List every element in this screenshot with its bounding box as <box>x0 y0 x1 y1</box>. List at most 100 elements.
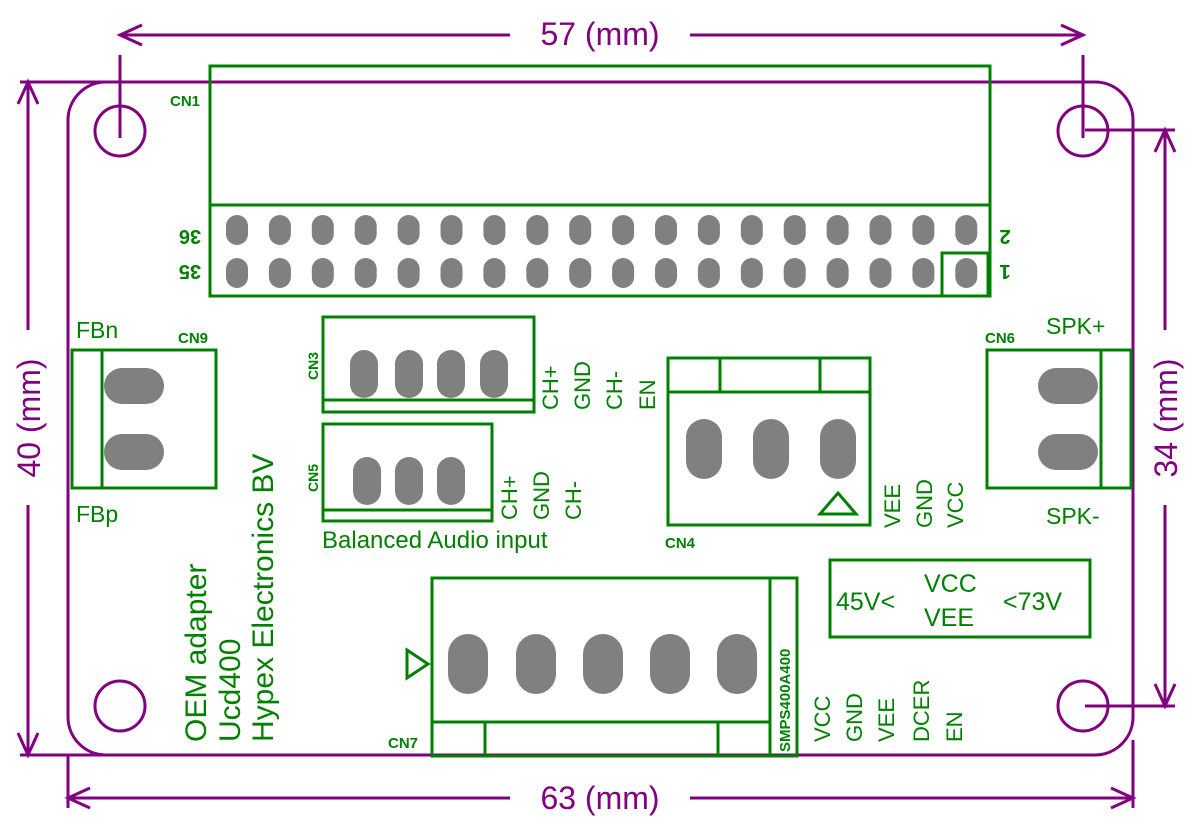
cn1-pad <box>740 215 763 245</box>
cn7-smps-label: SMPS400A400 <box>777 649 794 752</box>
cn1-pin-1: 1 <box>999 260 1010 282</box>
cn1-pad <box>483 215 506 245</box>
cn9-pad-1 <box>104 368 164 404</box>
cn1-pad <box>569 215 592 245</box>
cn1-pad <box>440 215 463 245</box>
cn6-pad-1 <box>1038 368 1098 404</box>
cn1-pad <box>869 215 892 245</box>
cn1-pad <box>354 215 377 245</box>
cn9-label: CN9 <box>178 330 208 347</box>
cn4-connector <box>666 356 872 527</box>
cn3-label: CN3 <box>305 352 321 380</box>
cn5-label: CN5 <box>305 464 321 492</box>
cn1-pad <box>655 258 677 288</box>
cn5-connector <box>321 422 494 523</box>
cn1-pad <box>569 258 592 288</box>
cn4-pads <box>686 419 856 479</box>
cn7-pin-vee: VEE <box>874 698 899 742</box>
cn1-pad <box>226 258 248 288</box>
cn1-pad <box>826 258 849 288</box>
cn1-pin-36: 36 <box>179 225 201 247</box>
cn1-pad <box>397 215 420 245</box>
dimension-left: 40 (mm) <box>11 358 47 477</box>
cn1-pad <box>869 258 892 288</box>
cn1-pad <box>311 215 334 245</box>
voltage-min: 45V< <box>836 588 895 616</box>
mounting-hole-top-right <box>1056 104 1110 158</box>
cn1-pad <box>912 258 935 288</box>
cn9-fbn: FBn <box>76 317 118 343</box>
voltage-vee: VEE <box>924 604 974 632</box>
cn1-pad <box>526 258 549 288</box>
cn1-pad <box>612 215 635 245</box>
cn4-pin-vee: VEE <box>880 484 905 528</box>
cn7-pin-en: EN <box>942 711 967 742</box>
cn4-pin1-marker <box>816 490 860 516</box>
voltage-max: <73V <box>1003 588 1062 616</box>
cn1-pad <box>268 258 291 288</box>
text-hypex-electronics: Hypex Electronics BV <box>247 454 280 742</box>
cn6-label: CN6 <box>985 330 1015 347</box>
cn1-pad <box>397 258 420 288</box>
cn5-pin-ch-minus: CH- <box>561 481 586 520</box>
cn4-pin-vcc: VCC <box>943 481 968 528</box>
cn3-pin-ch-plus: CH+ <box>538 365 563 410</box>
cn1-pad <box>955 215 978 245</box>
mounting-hole-bottom-right <box>1056 679 1110 733</box>
cn1-pad <box>354 258 377 288</box>
cn9-fbp: FBp <box>76 501 118 527</box>
cn1-pad <box>226 215 248 245</box>
mounting-hole-top-left <box>93 104 147 158</box>
cn1-pad <box>783 215 806 245</box>
cn1-pad <box>655 215 677 245</box>
cn3-pin-ch-minus: CH- <box>602 371 627 410</box>
cn1-pad <box>526 215 549 245</box>
cn1-pin-2: 2 <box>999 225 1010 247</box>
text-oem-adapter: OEM adapter <box>180 564 213 742</box>
cn3-pin-gnd: GND <box>570 361 595 410</box>
cn7-connector <box>405 576 799 758</box>
cn1-pad <box>697 258 720 288</box>
cn1-pad <box>740 258 763 288</box>
cn6-spk-minus: SPK- <box>1046 503 1100 529</box>
cn5-pads <box>353 457 465 505</box>
dimension-right: 34 (mm) <box>1148 358 1184 477</box>
cn1-pads <box>226 215 978 288</box>
cn3-connector <box>321 315 536 414</box>
cn7-pin-dcer: DCER <box>909 680 934 742</box>
cn1-pad <box>311 258 334 288</box>
cn3-pin-en: EN <box>635 379 660 410</box>
cn1-pad <box>483 258 506 288</box>
cn1-pin-35: 35 <box>179 260 201 282</box>
cn1-connector <box>208 64 992 298</box>
text-ucd400: Ucd400 <box>214 639 247 742</box>
cn1-pad <box>440 258 463 288</box>
cn7-pin-gnd: GND <box>842 693 867 742</box>
cn6-connector <box>985 348 1133 490</box>
voltage-box <box>828 558 1092 639</box>
cn1-pad <box>826 215 849 245</box>
cn7-pin1-marker <box>405 647 431 681</box>
voltage-vcc: VCC <box>924 570 977 598</box>
cn1-label: CN1 <box>170 93 200 110</box>
dimension-top: 57 (mm) <box>540 16 659 52</box>
cn1-pad <box>697 215 720 245</box>
cn3-pads <box>350 350 508 398</box>
dimension-bottom: 63 (mm) <box>540 780 659 816</box>
mounting-hole-bottom-left <box>93 679 147 733</box>
cn9-pad-2 <box>104 434 164 470</box>
cn4-label: CN4 <box>665 535 696 552</box>
cn6-spk-plus: SPK+ <box>1046 313 1105 339</box>
cn1-pad <box>268 215 291 245</box>
cn5-pin-gnd: GND <box>529 471 554 520</box>
balanced-audio-input-label: Balanced Audio input <box>322 527 548 554</box>
mounting-holes <box>93 104 1110 733</box>
cn1-pad <box>912 215 935 245</box>
cn6-pad-2 <box>1038 434 1098 470</box>
cn7-label: CN7 <box>388 735 418 752</box>
cn1-pad <box>612 258 635 288</box>
cn1-pad <box>783 258 806 288</box>
cn9-connector <box>70 348 218 490</box>
cn1-pad <box>955 258 978 288</box>
